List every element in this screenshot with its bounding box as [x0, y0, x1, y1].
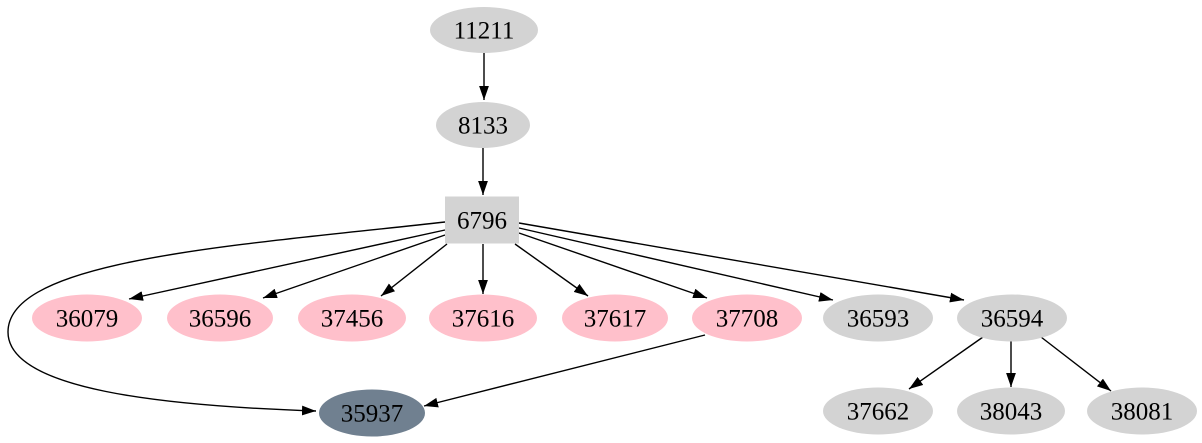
node-shape-ellipse	[957, 387, 1065, 435]
edge-37708-35937	[423, 334, 706, 408]
edge-6796-35937	[7, 221, 446, 416]
graph-node-6796: 6796	[445, 196, 519, 244]
graph-node-35937: 35937	[319, 389, 425, 437]
graph-node-36594: 36594	[957, 294, 1067, 342]
node-label: 37456	[321, 306, 384, 333]
node-shape-ellipse	[436, 102, 530, 148]
graph-node-37662: 37662	[823, 387, 933, 435]
node-label: 38043	[980, 399, 1043, 426]
node-label: 36079	[56, 306, 119, 333]
edge-6796-36593	[518, 227, 834, 302]
edge-36594-38081	[1040, 336, 1112, 392]
node-label: 36594	[981, 306, 1044, 333]
node-shape-ellipse	[167, 294, 273, 342]
node-shape-ellipse	[430, 7, 538, 53]
node-shape-ellipse	[823, 294, 933, 342]
node-shape-ellipse	[1087, 387, 1197, 435]
graph-node-8133: 8133	[436, 102, 530, 148]
node-shape-ellipse	[562, 294, 668, 342]
edge-6796-37708	[518, 232, 708, 299]
node-shape-box	[445, 196, 519, 244]
node-label: 37616	[452, 306, 515, 333]
edge-6796-37617	[514, 243, 589, 297]
graph-node-36079: 36079	[32, 294, 142, 342]
node-shape-ellipse	[692, 294, 802, 342]
node-label: 36596	[189, 306, 252, 333]
graph-node-37708: 37708	[692, 294, 802, 342]
node-label: 38081	[1111, 399, 1174, 426]
graph-node-36596: 36596	[167, 294, 273, 342]
node-label: 37708	[716, 306, 779, 333]
edge-6796-36079	[128, 229, 446, 301]
edge-6796-37456	[380, 243, 448, 297]
node-shape-ellipse	[32, 294, 142, 342]
edge-36594-37662	[908, 336, 984, 390]
graph-node-37456: 37456	[298, 294, 406, 342]
node-label: 8133	[458, 113, 508, 140]
edge-6796-36596	[262, 234, 446, 299]
node-label: 11211	[454, 18, 515, 45]
node-label: 37662	[847, 399, 910, 426]
graph-node-37617: 37617	[562, 294, 668, 342]
node-shape-ellipse	[429, 294, 537, 342]
graph-node-11211: 11211	[430, 7, 538, 53]
graph-node-38043: 38043	[957, 387, 1065, 435]
node-shape-ellipse	[957, 294, 1067, 342]
node-shape-ellipse	[298, 294, 406, 342]
node-label: 6796	[457, 208, 507, 235]
node-label: 35937	[341, 401, 404, 428]
node-shape-ellipse	[319, 389, 425, 437]
graph-node-38081: 38081	[1087, 387, 1197, 435]
edge-6796-36594	[518, 222, 965, 303]
node-label: 37617	[584, 306, 647, 333]
graph-node-37616: 37616	[429, 294, 537, 342]
node-label: 36593	[847, 306, 910, 333]
node-shape-ellipse	[823, 387, 933, 435]
graph-node-36593: 36593	[823, 294, 933, 342]
